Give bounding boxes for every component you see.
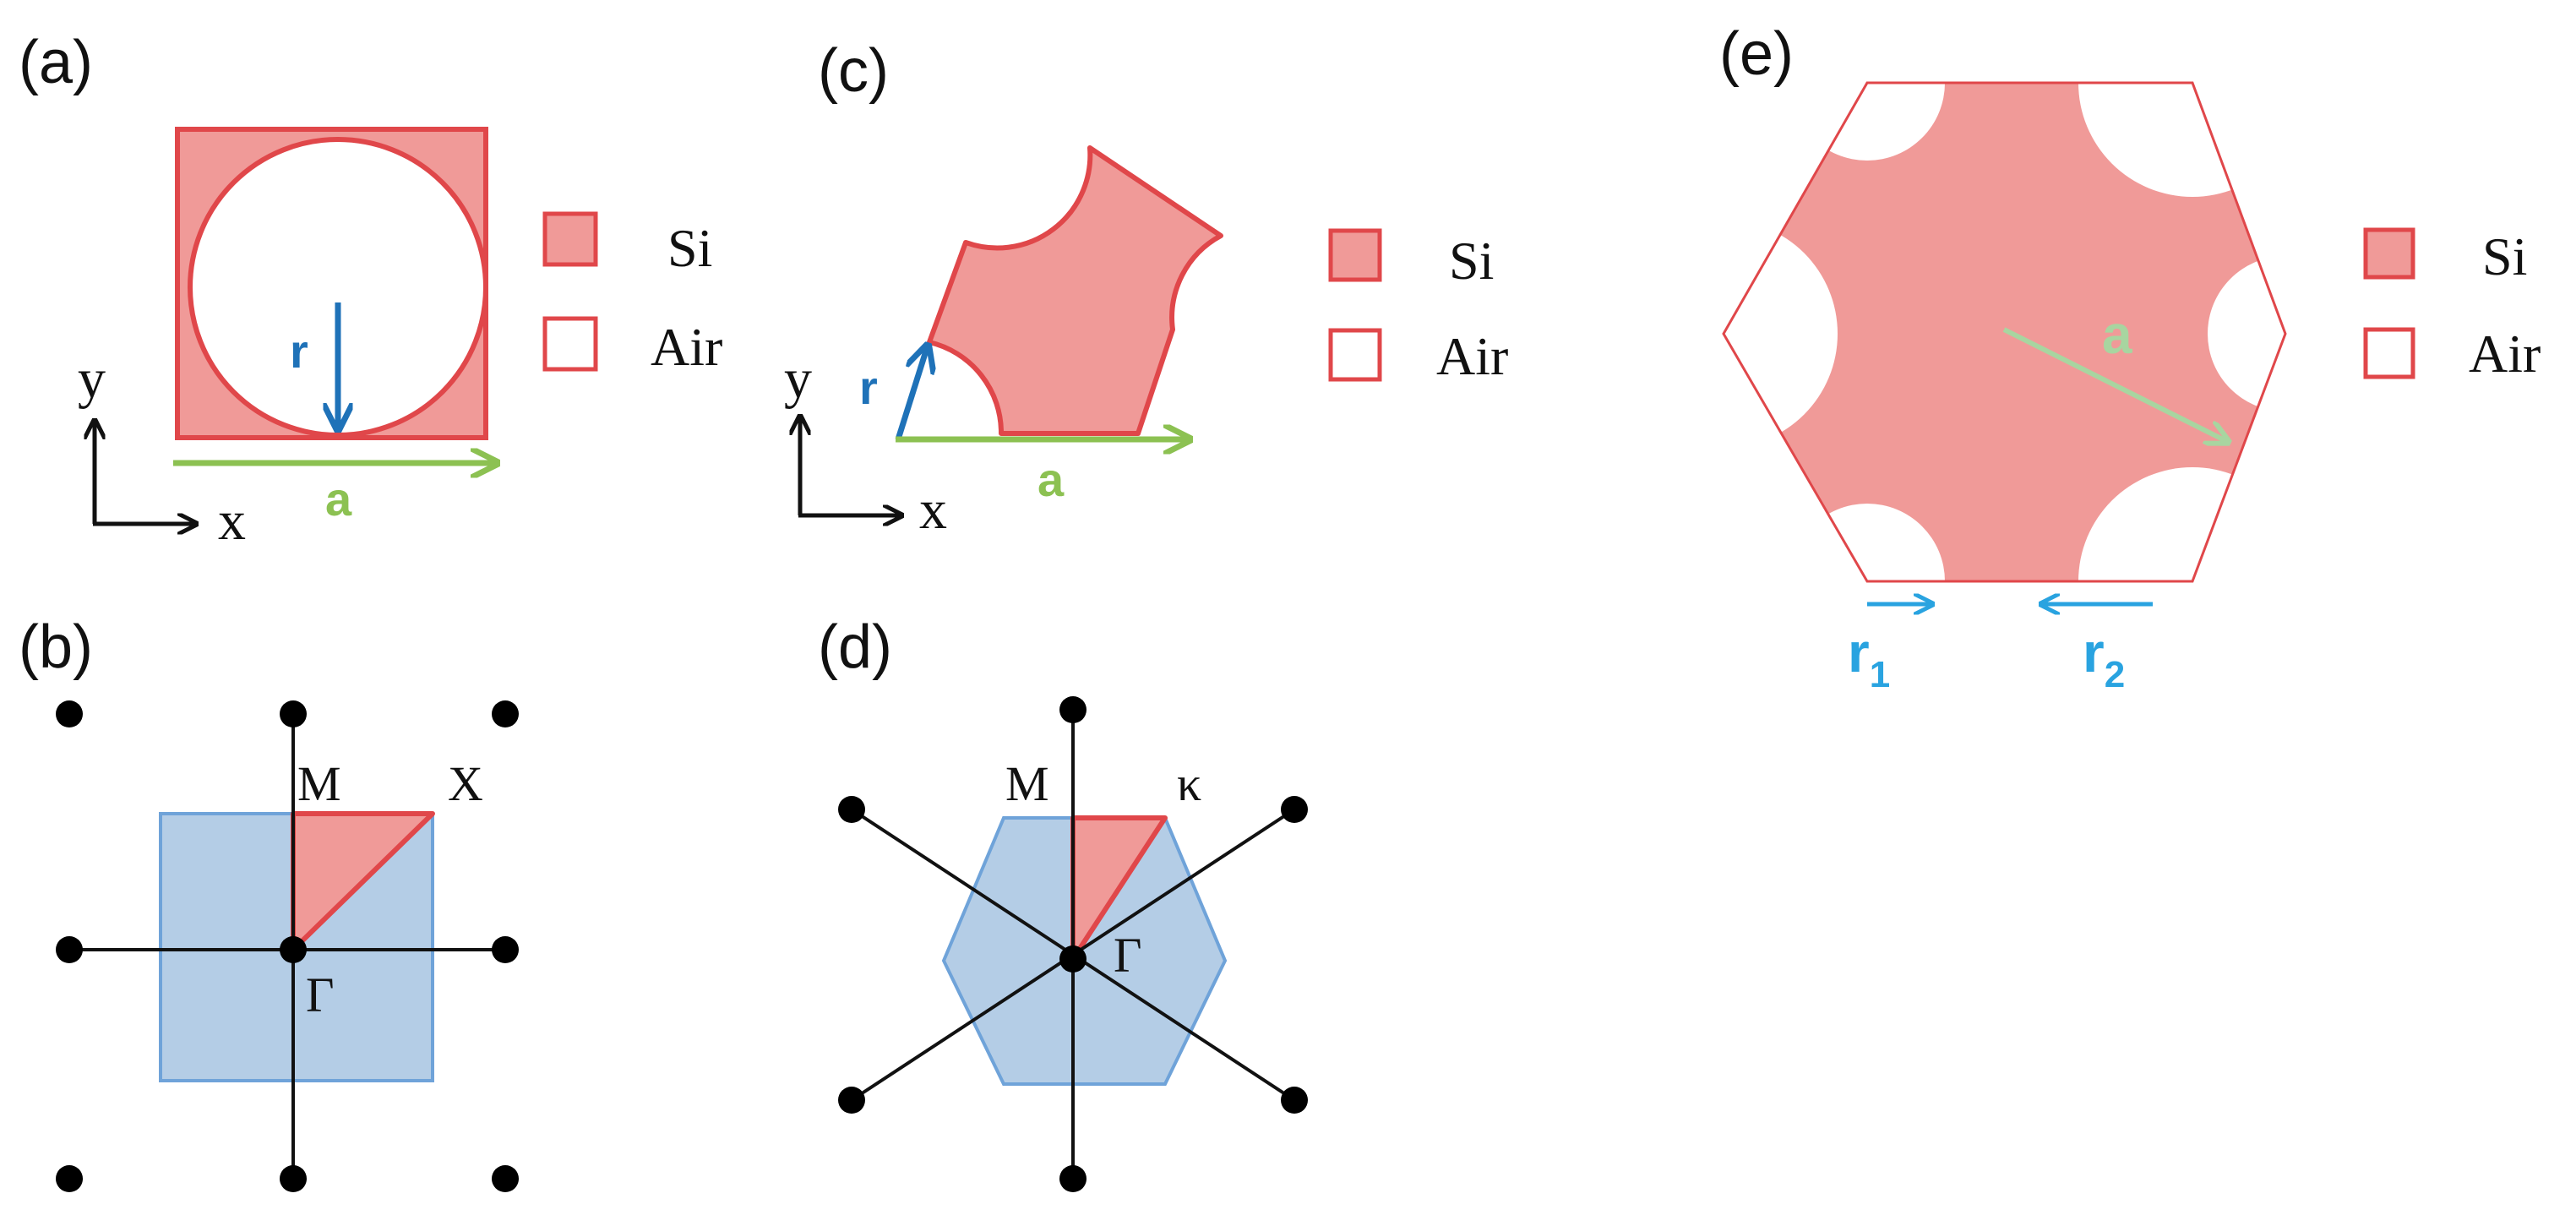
lattice-point-icon — [280, 700, 307, 727]
lattice-point-icon — [492, 936, 519, 963]
lattice-point-icon — [492, 700, 519, 727]
lattice-point-icon — [56, 936, 83, 963]
legend-air-swatch — [542, 316, 598, 372]
panel-d-label: (d) — [818, 613, 892, 681]
panel-c-label: (c) — [818, 37, 889, 105]
lattice-vector-arrow-icon — [2002, 327, 2226, 441]
rotated-unit-cell — [927, 145, 1223, 436]
legend-air-swatch — [2363, 327, 2415, 379]
y-axis-label: y — [784, 348, 812, 410]
legend-si-label: Si — [2482, 226, 2527, 286]
legend-air-label: Air — [2469, 324, 2541, 384]
lattice-point-icon — [1281, 796, 1308, 823]
label-M: M — [297, 756, 341, 811]
panel-c: (c) r a y x Si Air — [784, 37, 1508, 541]
panel-e: (e) a r1 r2 Si Air — [1719, 20, 2541, 695]
air-hole-small — [2208, 256, 2285, 411]
label-X: X — [448, 756, 483, 811]
gamma-point-icon — [280, 936, 307, 963]
x-axis-label: x — [919, 479, 947, 541]
lattice-point-icon — [1059, 1165, 1086, 1192]
lattice-vector-label: a — [1037, 453, 1065, 506]
air-hole — [188, 137, 488, 438]
lattice-point-icon — [492, 1165, 519, 1192]
panel-a: (a) r a y x Si Air — [19, 29, 722, 552]
legend-air-label: Air — [651, 317, 722, 377]
legend-si-label: Si — [667, 218, 712, 278]
r1-label: r1 — [1848, 621, 1890, 695]
legend-air-label: Air — [1436, 326, 1508, 386]
lattice-vector-label: a — [325, 472, 352, 526]
radius-label: r — [859, 361, 878, 414]
lattice-point-icon — [838, 796, 865, 823]
y-axis-label: y — [78, 348, 106, 410]
radius-label: r — [290, 324, 308, 378]
label-gamma: Γ — [1114, 928, 1142, 983]
panel-b: (b) M X Γ — [19, 613, 519, 1192]
lattice-point-icon — [1281, 1087, 1308, 1114]
legend-air-swatch — [1328, 328, 1382, 382]
lattice-point-icon — [838, 1087, 865, 1114]
label-M: M — [1005, 756, 1049, 811]
lattice-point-icon — [56, 700, 83, 727]
air-hole-large — [1724, 220, 1838, 448]
label-kappa: κ — [1177, 756, 1201, 811]
gamma-point-icon — [1059, 945, 1086, 973]
hexagon-outline — [1722, 81, 2287, 583]
lattice-point-icon — [1059, 696, 1086, 723]
lattice-point-icon — [280, 1165, 307, 1192]
x-axis-label: x — [218, 490, 246, 552]
legend-si-swatch — [542, 211, 598, 267]
panel-d: (d) M κ Γ — [818, 613, 1308, 1192]
panel-e-label: (e) — [1719, 20, 1794, 88]
legend-si-label: Si — [1449, 231, 1494, 291]
r2-label: r2 — [2083, 621, 2125, 695]
panel-a-label: (a) — [19, 29, 93, 96]
label-gamma: Γ — [306, 967, 335, 1022]
legend-si-swatch — [2363, 227, 2415, 280]
lattice-vector-label: a — [2102, 304, 2132, 365]
radius-arrow-icon — [895, 348, 927, 441]
panel-b-label: (b) — [19, 613, 93, 681]
legend-si-swatch — [1328, 228, 1382, 282]
lattice-point-icon — [56, 1165, 83, 1192]
